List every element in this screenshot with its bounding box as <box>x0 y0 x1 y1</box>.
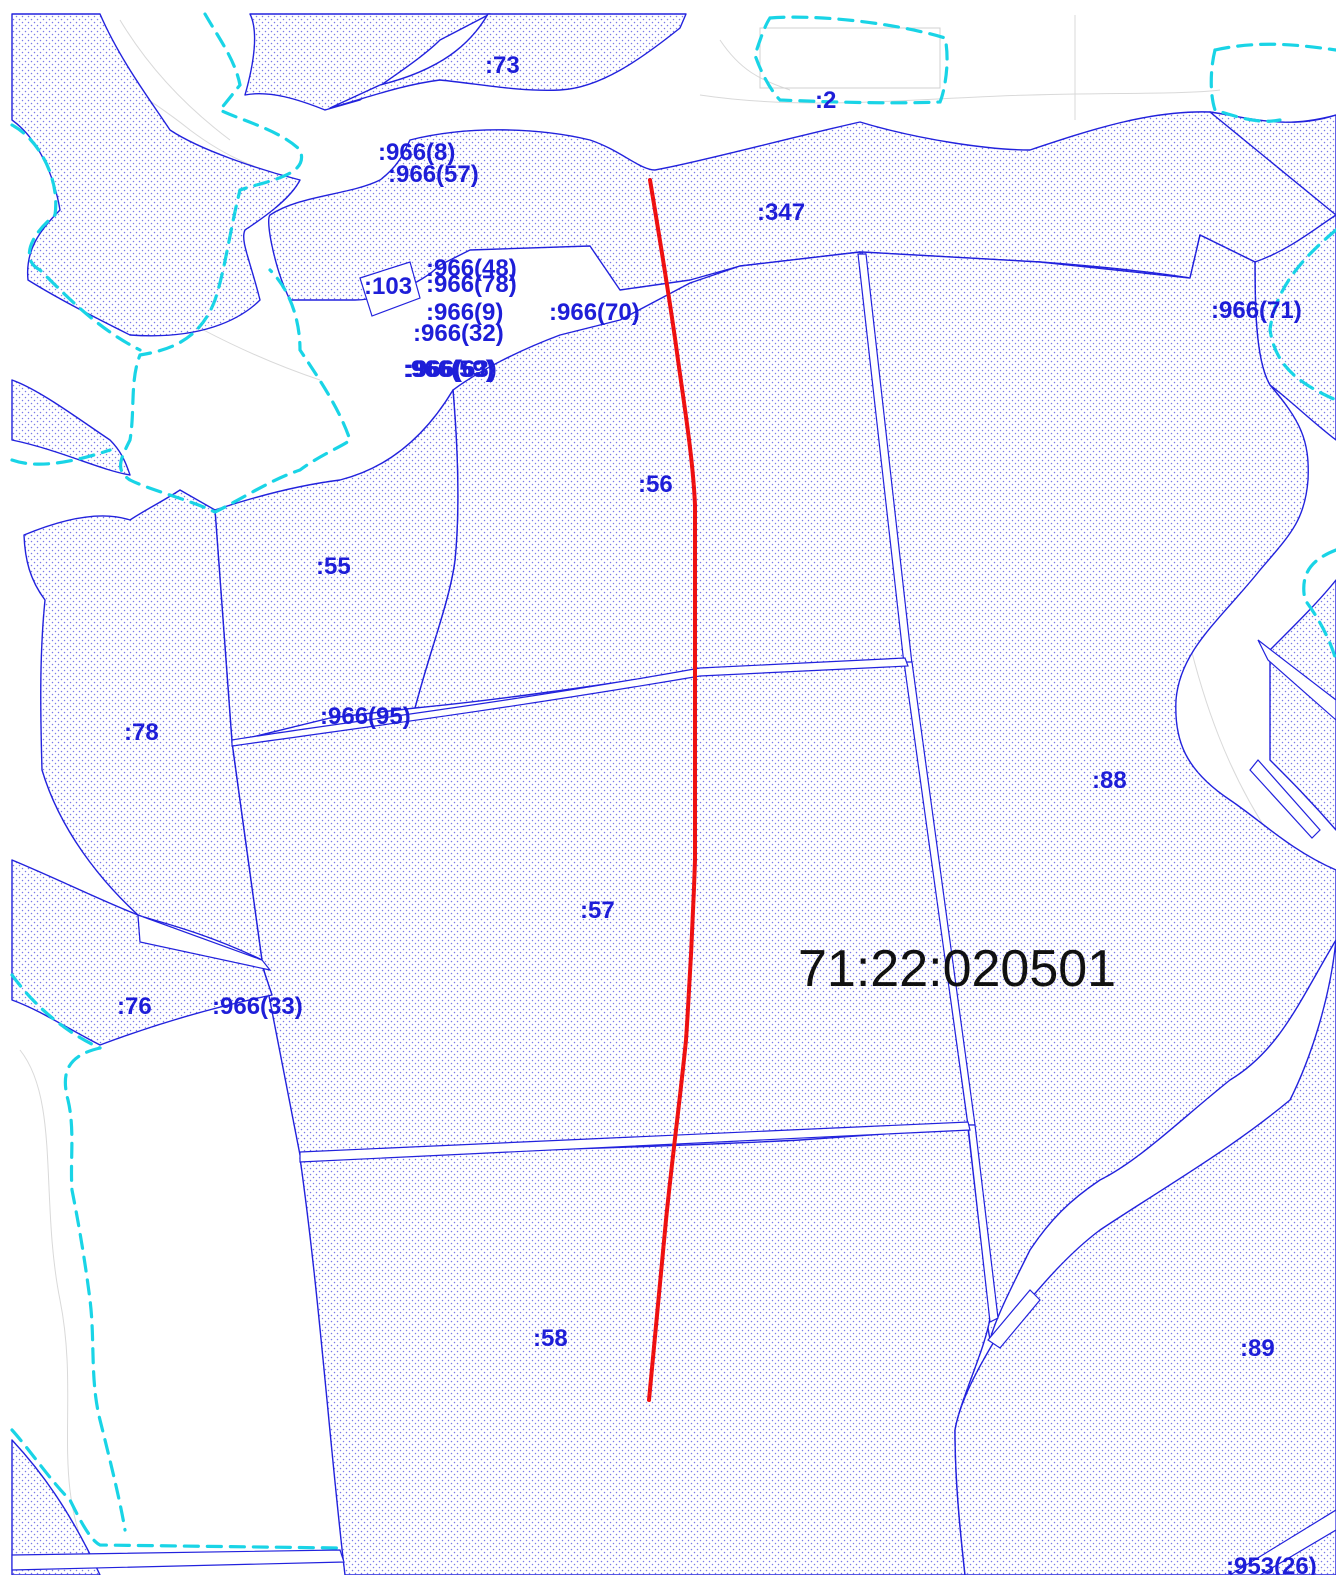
parcel-88 <box>861 234 1336 1341</box>
label-966-8: :966(8) <box>378 139 455 166</box>
label-966-32: :966(32) <box>413 320 504 347</box>
label-966-48: :966(48) <box>426 255 517 282</box>
settlement-boundaries <box>10 12 1336 1550</box>
label-966-63: :966(63) <box>406 356 497 383</box>
label-89: :89 <box>1240 1335 1275 1362</box>
parcel-58 <box>299 1127 991 1575</box>
label-76: :76 <box>117 993 152 1020</box>
parcel-labels: :73 :2 :966(8) :966(57) :347 :966(48) :1… <box>117 52 1317 1575</box>
label-57: :57 <box>580 897 615 924</box>
label-966-57: :966(57) <box>388 161 479 188</box>
parcel-73-upper <box>329 13 687 109</box>
label-966-78: :966(78) <box>426 271 517 298</box>
label-966-59: :966(59) <box>403 356 494 383</box>
label-73: :73 <box>485 52 520 79</box>
road-strips <box>11 253 1336 1575</box>
label-78: :78 <box>124 719 159 746</box>
quarter-number: 71:22:020501 <box>798 940 1116 998</box>
parcel-west <box>11 379 131 476</box>
parcel-73 <box>244 13 491 111</box>
parcel-78 <box>23 489 263 961</box>
label-966-9: :966(9) <box>426 299 503 326</box>
label-58: :58 <box>533 1325 568 1352</box>
parcel-northwest <box>11 13 301 337</box>
label-56: :56 <box>638 471 673 498</box>
parcel-55 <box>214 389 459 743</box>
parcel-89 <box>954 939 1336 1575</box>
label-103: :103 <box>364 273 412 300</box>
label-966-71: :966(71) <box>1211 297 1302 324</box>
label-966-33: :966(33) <box>212 993 303 1020</box>
parcel-76 <box>11 859 273 1046</box>
label-2: :2 <box>815 87 836 114</box>
route-line <box>647 178 697 1402</box>
parcel-east <box>1269 579 1336 831</box>
parcels <box>11 13 1336 1575</box>
label-966-70: :966(70) <box>549 299 640 326</box>
label-55: :55 <box>316 553 351 580</box>
label-88: :88 <box>1092 767 1127 794</box>
label-347: :347 <box>757 199 805 226</box>
label-953-26: :953(26) <box>1226 1553 1317 1575</box>
label-966-95: :966(95) <box>320 703 411 730</box>
